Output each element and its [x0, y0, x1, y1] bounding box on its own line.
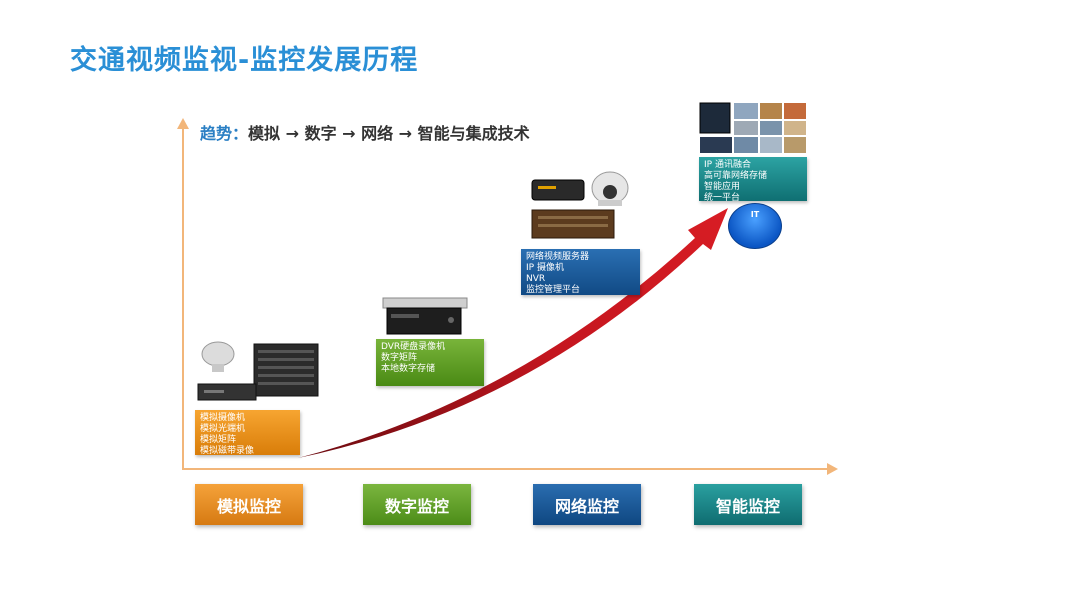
tab-digital-monitoring: 数字监控	[363, 484, 471, 525]
trend-text: 模拟 → 数字 → 网络 → 智能与集成技术	[248, 124, 530, 143]
list-item: 智能应用	[704, 182, 741, 192]
smart-devices-collage-icon	[699, 102, 806, 153]
it-globe-icon: IT	[728, 203, 782, 249]
list-item: 统一平台	[704, 193, 741, 203]
trend-label: 趋势：模拟 → 数字 → 网络 → 智能与集成技术	[200, 120, 530, 144]
list-item: 模拟光端机	[200, 424, 246, 434]
list-item: IP 摄像机	[526, 263, 564, 273]
x-axis	[182, 468, 828, 470]
list-item: DVR硬盘录像机	[381, 342, 446, 352]
list-item: 模拟矩阵	[200, 435, 237, 445]
network-devices-icon	[531, 171, 629, 239]
tab-smart-monitoring: 智能监控	[694, 484, 802, 525]
stage-box-smart: IP 通讯融合 高可靠网络存储 智能应用 统一平台	[699, 157, 807, 203]
list-item: 监控管理平台	[526, 285, 581, 295]
trend-lead: 趋势：	[200, 124, 249, 143]
list-item: 本地数字存储	[381, 364, 436, 374]
analog-devices-icon	[197, 341, 319, 401]
y-axis-arrowhead	[177, 118, 189, 129]
list-item: 高可靠网络存储	[704, 171, 768, 181]
list-item: 数字矩阵	[381, 353, 418, 363]
x-axis-arrowhead	[827, 463, 838, 475]
curve-shape	[298, 208, 728, 458]
stage-box-digital: DVR硬盘录像机 数字矩阵 本地数字存储	[376, 339, 484, 386]
tab-network-monitoring: 网络监控	[533, 484, 641, 525]
stage-box-analog: 模拟摄像机 模拟光端机 模拟矩阵 模拟磁带录像	[195, 410, 300, 456]
list-item: NVR	[526, 274, 546, 284]
list-item: IP 通讯融合	[704, 160, 751, 170]
page-title: 交通视频监视-监控发展历程	[70, 45, 419, 76]
list-item: 网络视频服务器	[526, 252, 590, 262]
y-axis	[182, 128, 184, 470]
dvr-device-icon	[382, 297, 468, 335]
stage-box-network: 网络视频服务器 IP 摄像机 NVR 监控管理平台	[521, 249, 640, 295]
list-item: 模拟摄像机	[200, 413, 246, 423]
tab-analog-monitoring: 模拟监控	[195, 484, 303, 525]
list-item: 模拟磁带录像	[200, 446, 255, 456]
